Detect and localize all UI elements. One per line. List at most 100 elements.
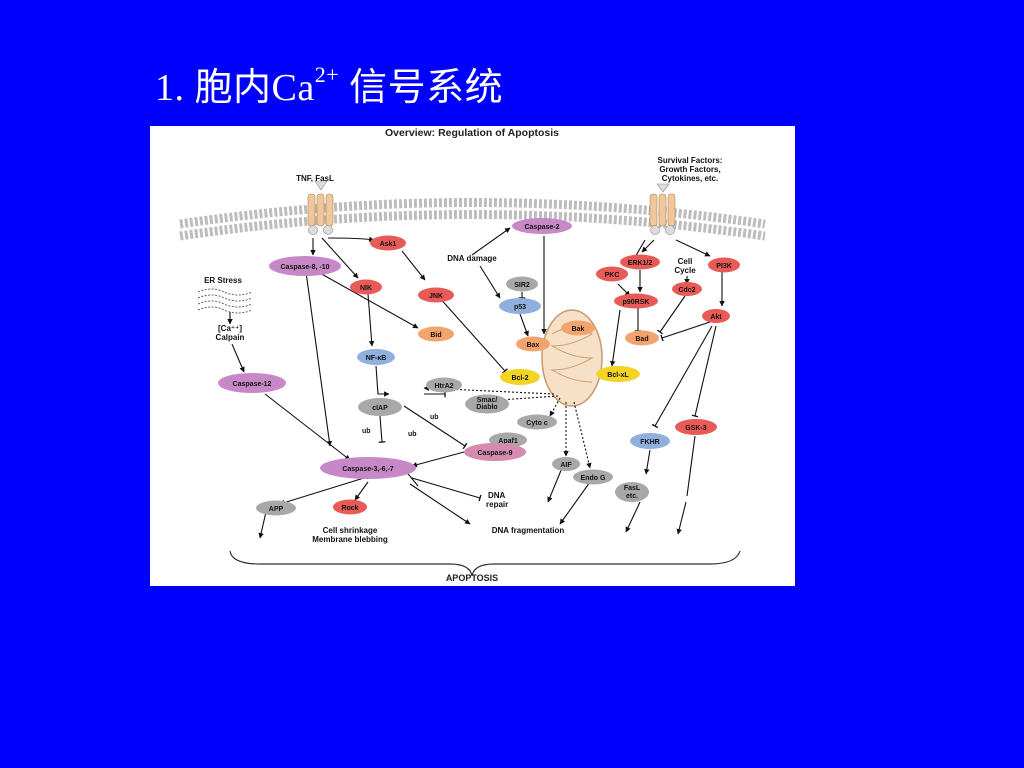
arrow-ca-casp12 <box>231 343 245 373</box>
svg-text:APP: APP <box>269 506 284 513</box>
node-jnk: JNK <box>418 287 454 303</box>
cell-membrane <box>179 198 766 241</box>
arrow-tnf-nik <box>321 237 359 279</box>
node-aif: AIF <box>552 457 580 471</box>
dna-repair-label-1: DNA <box>488 491 506 500</box>
arrow-mito-endog <box>573 401 592 469</box>
node-endog: Endo G <box>573 469 613 485</box>
inhibit-akt-bad <box>660 321 711 342</box>
inhibit-ciap-casp3 <box>378 415 386 443</box>
arrow-receptor-pi3k <box>675 239 711 257</box>
arrow-app-apoptosis <box>258 511 267 539</box>
node-nik: NIK <box>350 279 382 295</box>
er-stress-label: ER Stress <box>204 276 242 285</box>
svg-text:JNK: JNK <box>429 293 443 300</box>
dna-repair-label-2: repair <box>486 500 508 509</box>
survival-factor-receptor <box>649 183 676 235</box>
inhibit-casp3-dnarepair <box>411 477 482 502</box>
inhibit-akt-fkhr <box>651 325 713 429</box>
arrow-ask1-jnk <box>401 250 426 281</box>
node-htra2: HtrA2 <box>426 377 462 393</box>
svg-text:Endo G: Endo G <box>581 475 606 482</box>
svg-text:AIF: AIF <box>560 462 572 469</box>
svg-text:Caspase-12: Caspase-12 <box>233 381 272 388</box>
node-bcl2: Bcl-2 <box>500 369 540 385</box>
cell-cycle-label-2: Cycle <box>674 266 696 275</box>
arrow-dnadamage-casp2 <box>471 227 511 256</box>
cell-cycle-label-1: Cell <box>678 257 693 266</box>
node-sir2: SIR2 <box>506 276 538 292</box>
ub-label-1: ub <box>362 428 371 435</box>
inhibit-jnk-bcl2 <box>437 295 508 374</box>
node-caspase3: Caspase-3,-6,-7 <box>320 457 416 479</box>
arrow-casp3-rock <box>354 481 369 501</box>
arrow-casp3-dnafrag <box>409 483 471 525</box>
node-akt: Akt <box>702 309 730 323</box>
node-caspase8: Caspase-8, -10 <box>269 256 341 276</box>
er-stress-icon <box>197 288 253 314</box>
membrane-blebbing-label: Membrane blebbing <box>312 535 388 544</box>
node-ciap: cIAP <box>358 398 402 416</box>
node-ask1: Ask1 <box>370 235 406 251</box>
arrow-nfkb-ciap <box>375 365 390 397</box>
calcium-label: [Ca⁺⁺] <box>218 324 242 333</box>
svg-text:etc.: etc. <box>626 493 638 500</box>
svg-text:Bcl-2: Bcl-2 <box>511 375 528 382</box>
arrow-receptor-erk <box>641 239 655 253</box>
node-bid: Bid <box>418 326 454 342</box>
node-fkhr: FKHR <box>630 433 670 449</box>
survival-factors-label-3: Cytokines, etc. <box>662 174 718 183</box>
node-bad: Bad <box>625 330 659 346</box>
svg-text:GSK-3: GSK-3 <box>685 425 707 432</box>
dna-damage-label: DNA damage <box>447 254 497 263</box>
apoptosis-diagram: Overview: Regulation of Apoptosis TNF, F… <box>150 126 795 586</box>
arrow-p53-bax <box>519 313 529 337</box>
svg-text:Bid: Bid <box>430 332 441 339</box>
svg-text:Caspase-3,-6,-7: Caspase-3,-6,-7 <box>342 466 393 473</box>
tnf-fasl-label: TNF, FasL <box>296 174 334 183</box>
svg-text:p90RSK: p90RSK <box>623 299 650 306</box>
svg-text:HtrA2: HtrA2 <box>434 383 453 390</box>
tnf-receptor <box>307 180 334 235</box>
svg-text:FasL: FasL <box>624 485 641 492</box>
arrow-casp9-casp3 <box>411 451 465 468</box>
svg-text:PKC: PKC <box>605 272 620 279</box>
svg-text:Bak: Bak <box>572 326 585 333</box>
svg-text:NF-κB: NF-κB <box>366 355 387 362</box>
arrow-tnf-ask1 <box>327 236 375 243</box>
figure-title: Overview: Regulation of Apoptosis <box>385 127 559 139</box>
inhibit-cdc2-bad <box>656 295 686 335</box>
arrow-dnadamage-p53 <box>479 265 501 299</box>
inhibit-akt-gsk3 <box>691 325 717 418</box>
node-cytoc: Cyto c <box>517 414 557 430</box>
apoptosis-label: APOPTOSIS <box>446 573 498 583</box>
node-gsk3: GSK-3 <box>675 419 717 435</box>
node-pkc: PKC <box>596 266 628 282</box>
arrow-mito-cytoc <box>549 397 561 417</box>
dna-fragmentation-label: DNA fragmentation <box>492 526 565 535</box>
line-gsk3-down <box>686 435 696 497</box>
node-caspase9: Caspase-9 <box>464 443 526 461</box>
node-caspase2: Caspase-2 <box>512 218 572 234</box>
node-bax: Bax <box>516 336 550 352</box>
svg-text:p53: p53 <box>514 304 526 311</box>
arrow-aif-dnafrag <box>547 467 563 503</box>
arrow-p90rsk-bclxl <box>609 309 621 367</box>
apoptosis-brace <box>229 550 741 577</box>
node-cdc2: Cdc2 <box>672 282 702 296</box>
node-bak: Bak <box>561 320 595 336</box>
slide-title: 1. 胞内Ca2+ 信号系统 <box>155 62 504 109</box>
svg-text:NIK: NIK <box>360 285 372 292</box>
svg-text:Diablo: Diablo <box>476 404 497 411</box>
arrow-casp8-casp3 <box>305 271 333 447</box>
node-smac: Smac/Diablo <box>465 394 509 414</box>
svg-text:cIAP: cIAP <box>372 405 388 412</box>
calpain-label: Calpain <box>216 333 245 342</box>
survival-factors-label-1: Survival Factors: <box>658 156 723 165</box>
arrow-casp12-casp3 <box>264 393 351 461</box>
svg-text:Caspase-2: Caspase-2 <box>524 224 559 231</box>
svg-text:Cyto c: Cyto c <box>526 420 548 427</box>
svg-text:Rock: Rock <box>341 505 358 512</box>
survival-factors-label-2: Growth Factors, <box>659 165 720 174</box>
svg-text:Caspase-8, -10: Caspase-8, -10 <box>280 264 329 271</box>
